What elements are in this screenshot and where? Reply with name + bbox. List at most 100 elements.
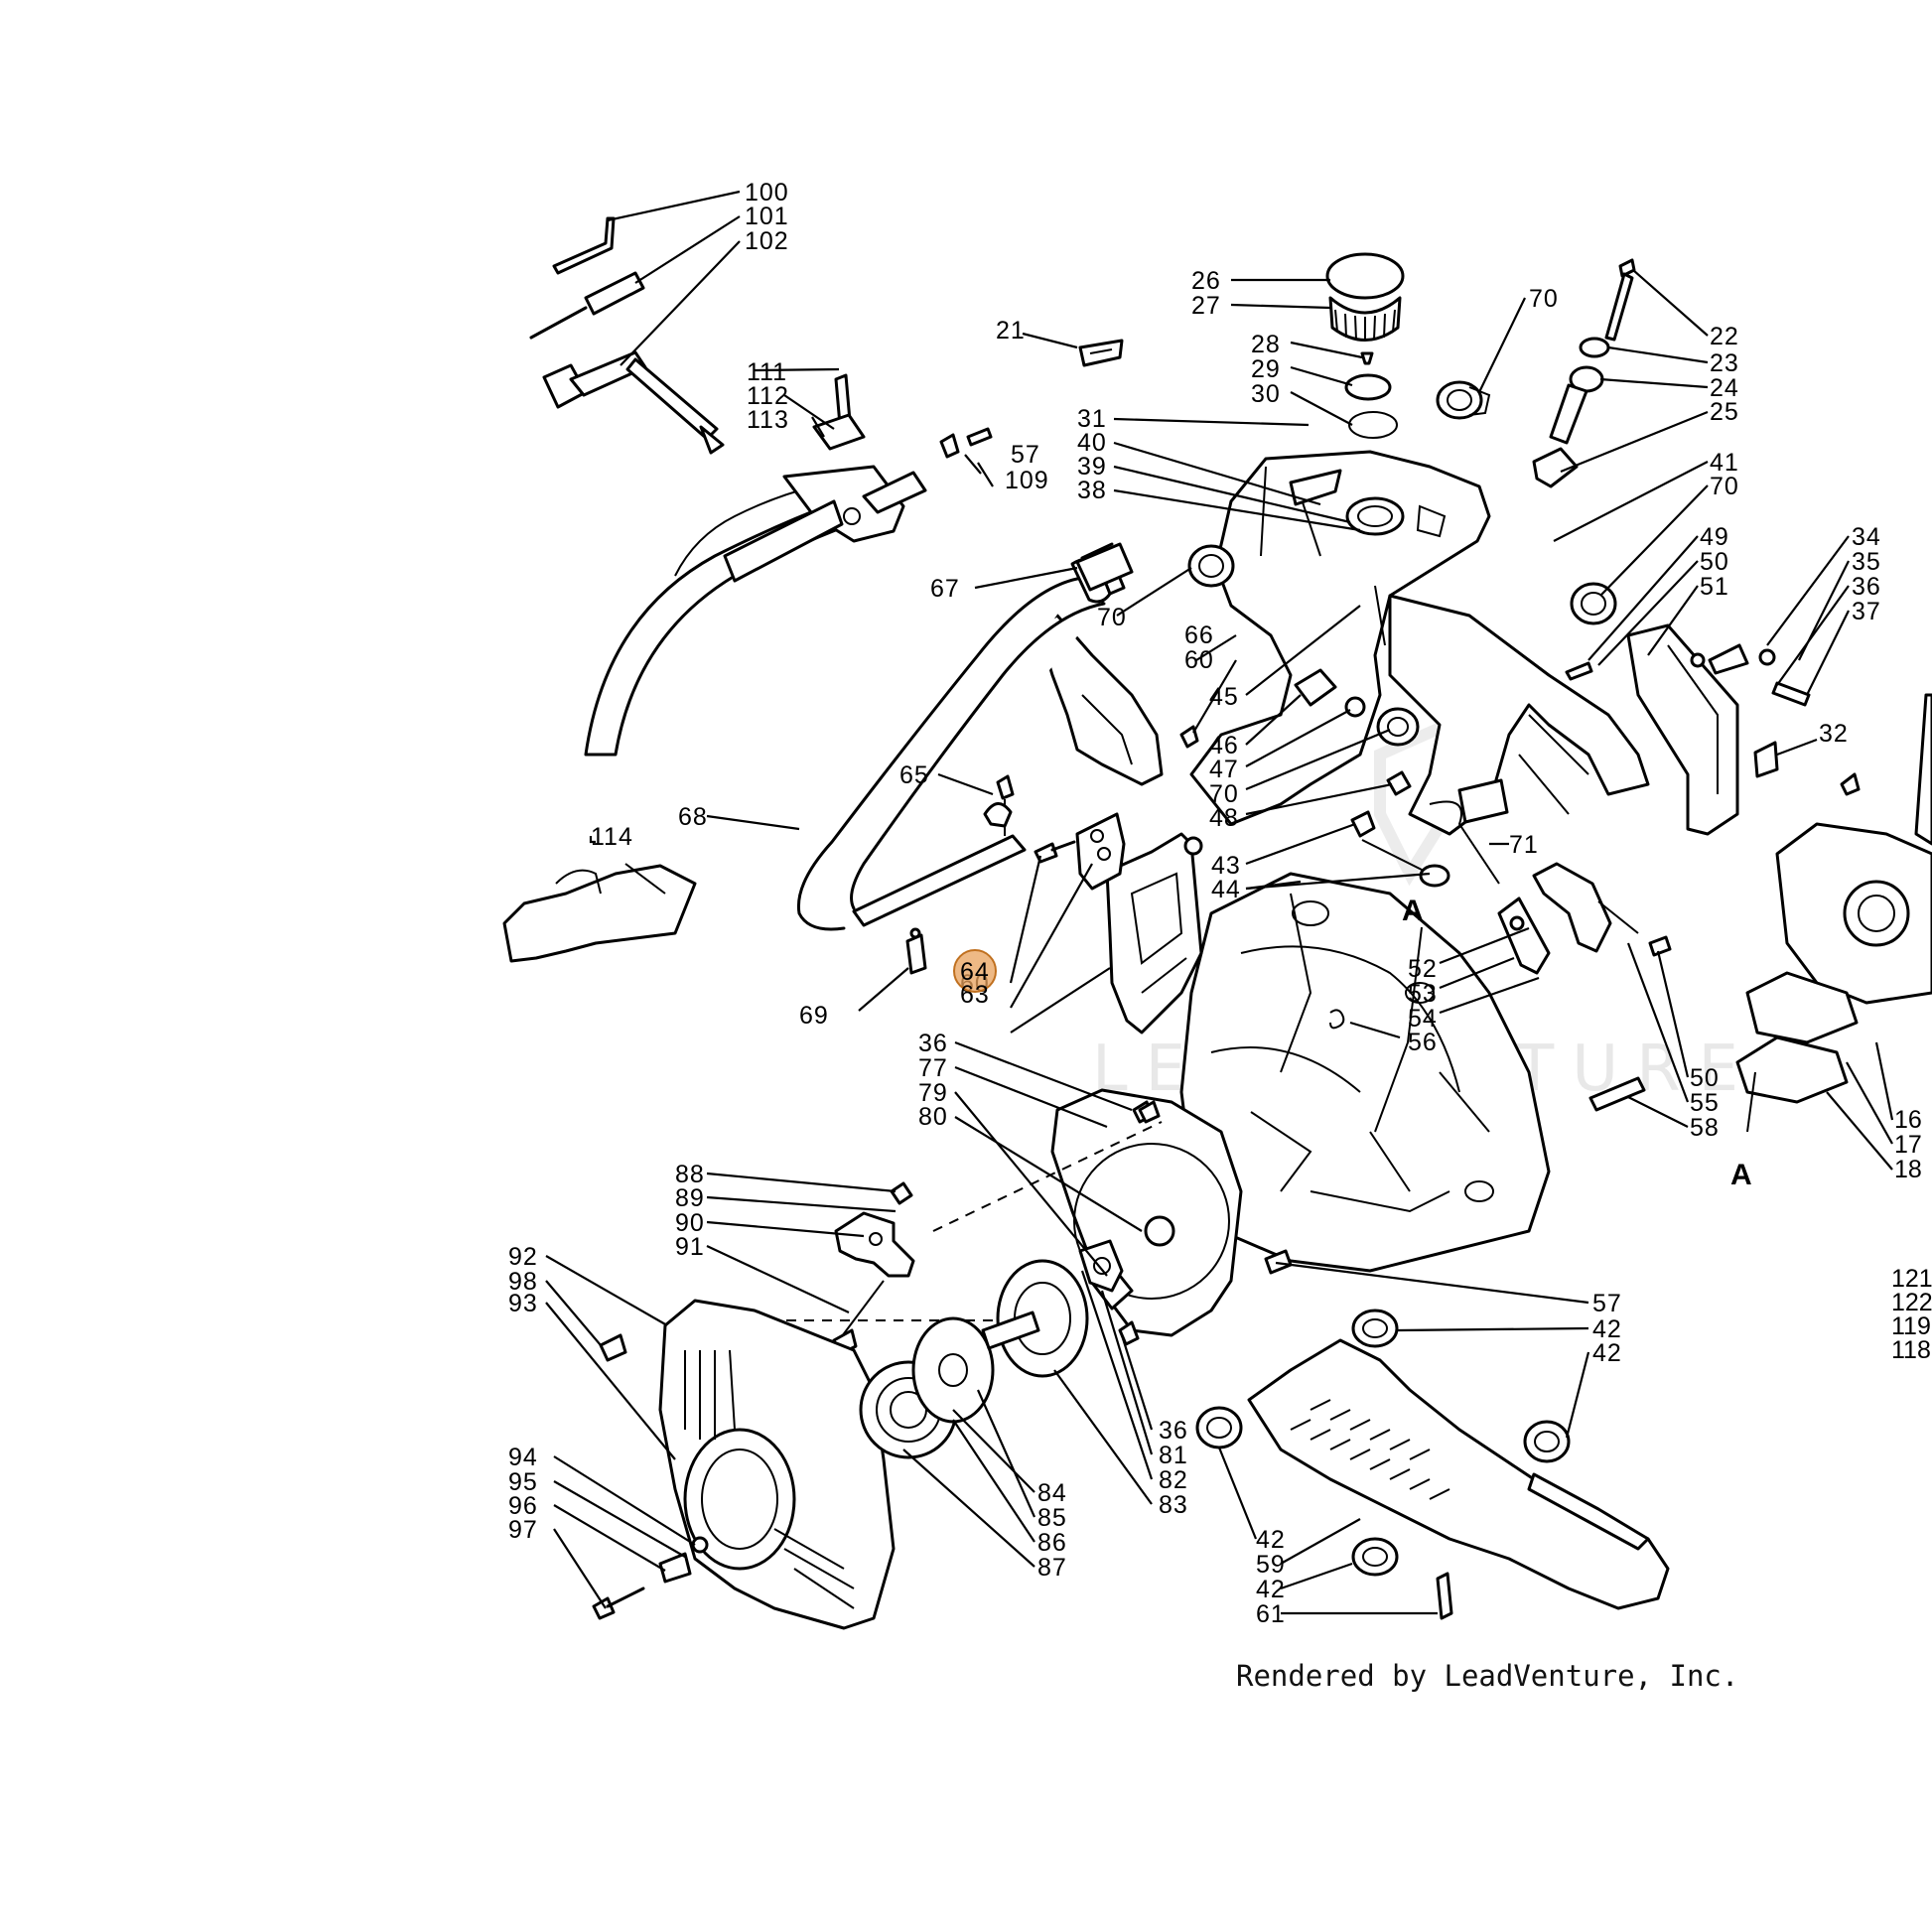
callout-30[interactable]: 30 [1251,380,1281,408]
callout-61[interactable]: 61 [1256,1600,1286,1628]
screw-57-upper[interactable] [939,427,993,459]
callout-50[interactable]: 50 [1700,548,1729,576]
callout-114[interactable]: 114 [591,823,633,851]
callout-40[interactable]: 40 [1077,429,1107,457]
callout-91[interactable]: 91 [675,1233,705,1261]
bottom-plate[interactable] [1247,1338,1670,1610]
callout-69[interactable]: 69 [799,1002,829,1030]
callout-32[interactable]: 32 [1819,720,1849,748]
callout-16[interactable]: 16 [1894,1106,1922,1134]
callout-112[interactable]: 112 [747,382,789,410]
av-mount-42-c[interactable] [1195,1406,1243,1449]
carburetor-assembly[interactable] [1735,693,1932,1104]
plug-48[interactable] [1386,770,1412,796]
callout-36-c[interactable]: 36 [1159,1417,1188,1445]
callout-83[interactable]: 83 [1159,1491,1188,1519]
bracket-66[interactable] [1035,614,1164,786]
callout-49[interactable]: 49 [1700,523,1729,551]
bolt-22[interactable] [1532,258,1636,488]
callout-101[interactable]: 101 [745,203,789,230]
screw-36-upper[interactable] [1138,1100,1161,1124]
callout-38[interactable]: 38 [1077,477,1107,504]
callout-23[interactable]: 23 [1710,349,1739,377]
tool-scrench[interactable] [542,350,725,455]
callout-27[interactable]: 27 [1191,292,1221,320]
callout-35[interactable]: 35 [1852,548,1881,576]
callout-81[interactable]: 81 [1159,1442,1188,1469]
callout-31[interactable]: 31 [1077,405,1107,433]
callout-24[interactable]: 24 [1710,374,1739,402]
brake-cover-63[interactable] [1105,832,1203,1035]
rear-handle[interactable] [1388,594,1650,836]
callout-111[interactable]: 111 [747,358,787,386]
guard-bracket-111[interactable] [723,373,927,583]
callout-22[interactable]: 22 [1710,323,1739,350]
callout-92[interactable]: 92 [508,1243,538,1271]
handle-brace[interactable] [852,774,1027,975]
callout-37[interactable]: 37 [1852,598,1881,625]
callout-56[interactable]: 56 [1408,1029,1438,1056]
callout-118[interactable]: 118 [1891,1336,1931,1364]
callout-39[interactable]: 39 [1077,453,1107,481]
av-mount-42-a[interactable] [1351,1309,1399,1348]
callout-44[interactable]: 44 [1211,876,1241,903]
callout-96[interactable]: 96 [508,1492,538,1520]
starter-cover[interactable] [599,1299,896,1630]
spring-55[interactable] [1597,900,1672,957]
callout-80[interactable]: 80 [918,1103,948,1131]
callout-42-d[interactable]: 42 [1256,1576,1286,1603]
callout-93[interactable]: 93 [508,1290,538,1317]
callout-109[interactable]: 109 [1005,467,1049,494]
pawl-81[interactable] [1078,1239,1124,1293]
screw-57-lower[interactable] [1264,1249,1293,1275]
callout-121[interactable]: 121 [1891,1265,1932,1293]
callout-51[interactable]: 51 [1700,573,1729,601]
av-mount-70-left[interactable] [1187,544,1235,588]
sleeve-67[interactable] [1075,542,1134,592]
callout-89[interactable]: 89 [675,1184,705,1212]
callout-25[interactable]: 25 [1710,398,1739,426]
callout-43[interactable]: 43 [1211,852,1241,880]
callout-97[interactable]: 97 [508,1516,538,1544]
av-mount-42-b[interactable] [1523,1420,1571,1463]
callout-53[interactable]: 53 [1408,980,1438,1008]
throttle-pins[interactable] [1565,643,1811,707]
starter-handle-grip[interactable] [832,1181,915,1356]
callout-50-b[interactable]: 50 [1690,1064,1720,1092]
callout-46[interactable]: 46 [1209,732,1239,759]
spring-56[interactable] [1329,1009,1345,1030]
callout-48[interactable]: 48 [1209,804,1239,832]
callout-85[interactable]: 85 [1037,1504,1067,1532]
stop-switch-46[interactable] [1294,668,1366,718]
callout-119[interactable]: 119 [1891,1312,1931,1340]
callout-28[interactable]: 28 [1251,331,1281,358]
callout-36-a[interactable]: 36 [1852,573,1881,601]
callout-42-a[interactable]: 42 [1592,1315,1622,1343]
callout-113[interactable]: 113 [747,406,789,434]
callout-17[interactable]: 17 [1894,1131,1922,1159]
spring-plate[interactable] [911,1316,995,1424]
callout-60-a[interactable]: 60 [1184,646,1214,674]
callout-29[interactable]: 29 [1251,355,1281,383]
callout-70-b[interactable]: 70 [1710,473,1739,500]
callout-41[interactable]: 41 [1710,449,1739,477]
callout-88[interactable]: 88 [675,1161,705,1188]
av-mount-70-lower[interactable] [1376,707,1420,747]
pulley[interactable] [981,1259,1089,1378]
callout-59[interactable]: 59 [1256,1551,1286,1579]
av-mount-42-d[interactable] [1351,1537,1399,1577]
callout-67[interactable]: 67 [930,575,960,603]
callout-47[interactable]: 47 [1209,756,1239,783]
callout-54[interactable]: 54 [1408,1005,1438,1033]
callout-64[interactable]: 64 [960,958,990,986]
callout-94[interactable]: 94 [508,1444,538,1471]
callout-87[interactable]: 87 [1037,1554,1067,1582]
starter-screw-set[interactable] [592,1536,709,1620]
throttle-trigger[interactable] [1497,862,1612,975]
callout-77[interactable]: 77 [918,1054,948,1082]
callout-95[interactable]: 95 [508,1468,538,1496]
callout-63[interactable]: 63 [960,981,990,1009]
callout-42-c[interactable]: 42 [1256,1526,1286,1554]
callout-71[interactable]: 71 [1509,831,1539,859]
callout-34[interactable]: 34 [1852,523,1881,551]
